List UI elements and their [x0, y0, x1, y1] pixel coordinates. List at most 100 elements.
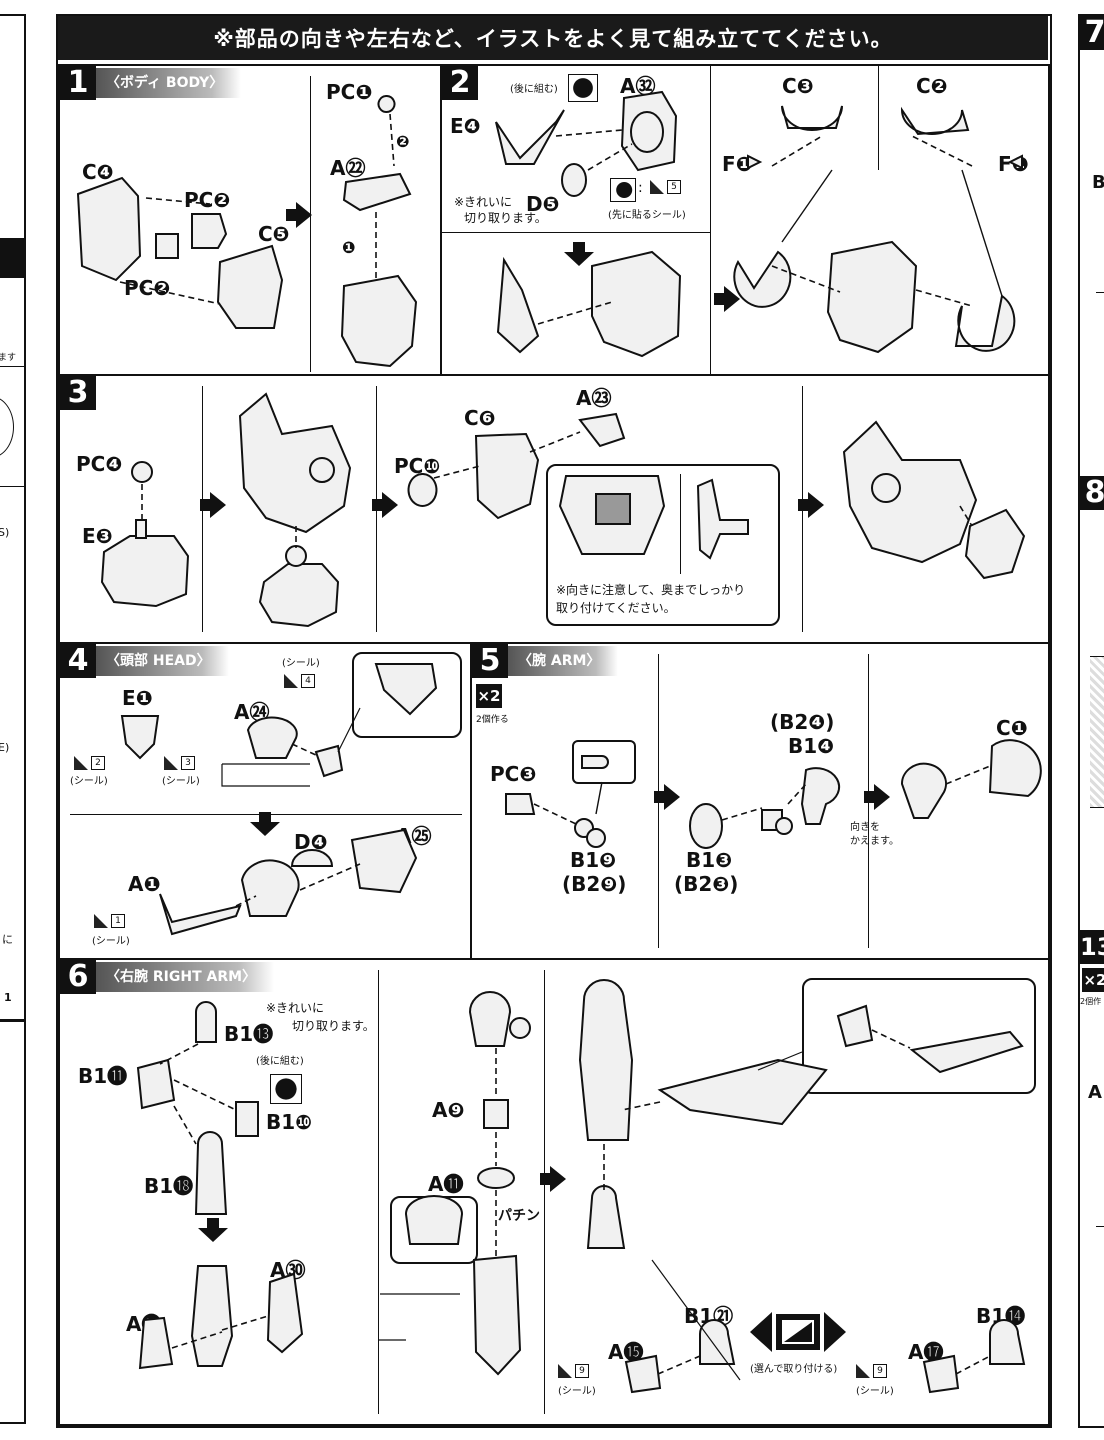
part-b29-label: (B2❾): [562, 872, 627, 896]
step-2-down-arrow: [564, 242, 594, 266]
seal-9-label: (シール): [558, 1386, 596, 1397]
step-2-divider: [710, 66, 711, 374]
step-6-illustration: [136, 979, 1026, 1394]
assemble-later-note: (後に組む): [510, 84, 558, 95]
step-1-illustration: [76, 95, 418, 368]
step-2-sep: [442, 232, 710, 233]
right-step-7: 7: [1080, 16, 1104, 50]
seal-first-note: (先に貼るシール): [608, 210, 686, 221]
detail-divider: [680, 474, 681, 574]
right-hatched-shape: [1090, 656, 1104, 808]
step-6-down-arrow: [198, 1218, 228, 1242]
left-circle: [0, 396, 14, 458]
turn-around-note: 向きを: [850, 822, 880, 833]
step-5-panel: 5 〈腕 ARM〉 ×2 2個作る PC❸ B1❾ (B2❾) (B2❹) B1…: [470, 642, 1050, 960]
part-pc2-label: PC❷: [184, 188, 231, 212]
part-b14-label: B1❹: [788, 734, 835, 758]
assemble-later-note: (後に組む): [256, 1056, 304, 1067]
right-text-a: A: [1088, 1082, 1102, 1103]
step-4-illustration: [120, 663, 438, 936]
page-header: ※部品の向きや左右など、イラストをよく見て組み立ててください。: [58, 16, 1048, 60]
seal-9-label-2: (シール): [856, 1386, 894, 1397]
right-text-b: B: [1092, 172, 1104, 193]
left-text-2: S): [0, 526, 10, 539]
seal-3-label: (シール): [162, 776, 200, 787]
step-1-title: 〈ボディ BODY〉: [96, 68, 242, 98]
cut-clean-note: ※きれいに: [266, 1001, 325, 1015]
right-page-fragment: 7 B 8 13 ×2 2個作 A: [1078, 14, 1104, 1428]
step-4-panel: 4 〈頭部 HEAD〉 E❶ A㉔ D❹ A㉕ A❶ 2 (シール) 3 (シー…: [58, 642, 472, 960]
step-3-illustration: [100, 392, 1026, 628]
snap-sound-note: パチン: [498, 1208, 540, 1224]
part-c1-label: C❶: [996, 716, 1028, 740]
order-marker-1: ❶: [342, 238, 356, 257]
right-step-8: 8: [1080, 476, 1104, 510]
part-a11-label: A⓫: [428, 1172, 464, 1196]
cut-clean-note: ※きれいに: [454, 195, 513, 209]
step-3-flow-arrow-2: [372, 492, 398, 518]
detail-illustration: [558, 475, 749, 560]
step-5-title: 〈腕 ARM〉: [508, 646, 619, 676]
orientation-note: ※向きに注意して、奥までしっかり: [556, 583, 746, 597]
step-4-number: 4: [60, 644, 96, 678]
cut-clean-note-2: 切り取ります。: [292, 1019, 375, 1033]
part-b23-label: (B2❸): [674, 872, 739, 896]
right-rule: [1096, 292, 1104, 293]
seal-1-num: 1: [111, 914, 125, 928]
left-page-bottom: [0, 1020, 26, 1424]
back-assembly-swatch: [270, 1074, 302, 1104]
right-step-13: 13: [1080, 930, 1104, 964]
part-e4-label: E❹: [450, 114, 481, 138]
left-text-1: ます: [0, 353, 17, 363]
order-marker-2: ❷: [396, 132, 410, 151]
left-text-5: 1: [4, 991, 12, 1004]
part-d5-label: D❺: [526, 192, 560, 216]
right-two-note: 2個作: [1080, 997, 1102, 1006]
seal-3-num: 3: [181, 756, 195, 770]
back-assembly-swatch: [568, 74, 598, 102]
step-3-number: 3: [60, 376, 96, 410]
orientation-note-2: 取り付けてください。: [556, 601, 676, 615]
part-c5-label: C❺: [258, 222, 290, 246]
step-2-divider-2: [878, 66, 879, 170]
step-4-down-arrow: [250, 812, 280, 836]
seal-2-label: (シール): [70, 776, 108, 787]
seal-5-ref: 5: [650, 180, 681, 194]
step-5-illustration: [505, 739, 1042, 849]
step-3-detail-box: ※向きに注意して、奥までしっかり 取り付けてください。: [546, 464, 780, 626]
step-2-flow-arrow: [714, 286, 740, 312]
part-a9-label: A❾: [432, 1098, 465, 1122]
seal-9-ref: 9: [558, 1364, 589, 1378]
seal-1-label: (シール): [92, 936, 130, 947]
part-c4-label: C❹: [82, 160, 114, 184]
part-pc3-label: PC❸: [490, 762, 537, 786]
part-c2-label: C❷: [916, 74, 948, 98]
cut-clean-note-2: 切り取ります。: [464, 211, 547, 225]
part-b19-label: B1❾: [570, 848, 617, 872]
part-a22-label: A㉒: [330, 156, 366, 180]
step-1-panel: 1 〈ボディ BODY〉 C❹ PC❷ PC❷ C❺ PC❶ A㉒ ❷ ❶: [58, 64, 442, 376]
left-rule-2: [0, 486, 24, 487]
left-page-fragment: ます S) E) に 1: [0, 14, 26, 1021]
quantity-x2-badge: ×2: [476, 684, 502, 708]
step-5-flow-arrow-2: [864, 784, 890, 810]
step-3-flow-arrow-1: [200, 492, 226, 518]
right-rule-2: [1096, 1226, 1104, 1227]
step-1-flow-arrow: [286, 202, 312, 228]
right-x2-badge: ×2: [1082, 968, 1104, 992]
step-6-divider-1: [378, 970, 379, 1414]
left-text-4: に: [2, 933, 13, 946]
step-2-panel: 2 E❹ A㉜ D❺ C❸ C❷ F❶ F❶ (後に組む) ※きれいに 切り取り…: [440, 64, 1050, 376]
make-two-note: 2個作る: [476, 715, 509, 725]
left-rule: [0, 366, 24, 367]
seal-4-ref: 4: [284, 674, 315, 688]
part-b118-label: B1⓲: [144, 1174, 194, 1198]
choose-swap-icon: [750, 1312, 846, 1352]
step-2-illustration: [495, 90, 1023, 358]
seal-3-ref: 3: [164, 756, 195, 770]
step-6-divider-2: [544, 970, 545, 1414]
step-3-panel: 3 PC❹ E❸ C❻ A㉓ PC❿ ※向きに注意して、奥までしっかり 取り付け…: [58, 374, 1050, 644]
turn-around-note-2: かえます。: [850, 836, 899, 847]
step-6-number: 6: [60, 960, 96, 994]
part-b113-label: B1⓭: [224, 1022, 274, 1046]
